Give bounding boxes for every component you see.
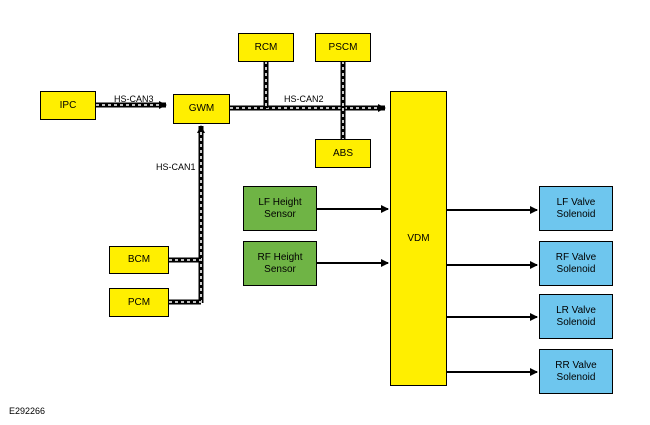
vdm-module: VDM — [390, 91, 447, 386]
can-bus-lines — [96, 61, 386, 305]
gwm-module: GWM — [173, 94, 230, 124]
signal-lines — [317, 205, 538, 376]
abs-module: ABS — [315, 139, 371, 168]
lf-height-sensor: LF Height Sensor — [243, 186, 317, 231]
bcm-module: BCM — [109, 246, 169, 274]
pcm-module: PCM — [109, 288, 169, 317]
hs-can3-label: HS-CAN3 — [114, 94, 154, 104]
figure-id: E292266 — [9, 406, 46, 416]
hs-can1-label: HS-CAN1 — [156, 162, 196, 172]
lr-valve-solenoid: LR Valve Solenoid — [539, 294, 613, 339]
rr-valve-solenoid: RR Valve Solenoid — [539, 349, 613, 394]
ipc-module: IPC — [40, 91, 96, 120]
rf-valve-solenoid: RF Valve Solenoid — [539, 241, 613, 286]
pscm-module: PSCM — [315, 33, 371, 62]
rcm-module: RCM — [238, 33, 294, 62]
lf-valve-solenoid: LF Valve Solenoid — [539, 186, 613, 231]
rf-height-sensor: RF Height Sensor — [243, 241, 317, 286]
hs-can2-label: HS-CAN2 — [284, 94, 324, 104]
